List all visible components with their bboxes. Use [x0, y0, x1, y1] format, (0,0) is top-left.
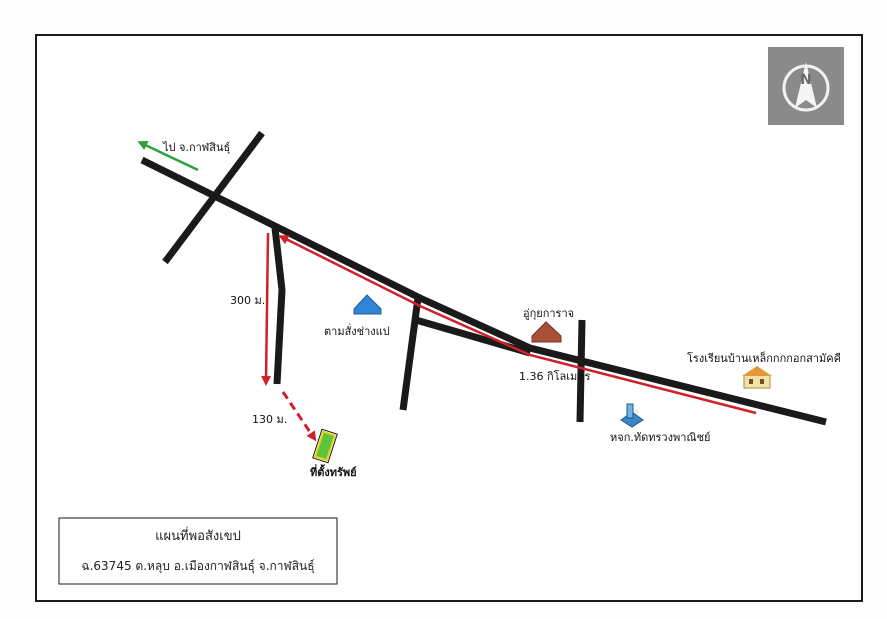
label-direction-left: ไป จ.กาฬสินธุ์	[162, 141, 230, 154]
compass-letter: N	[800, 72, 812, 88]
north-arrow-compass-icon: N	[768, 47, 844, 125]
side-road-middle	[399, 297, 422, 411]
label-distance-km: 1.36 กิโลเมตร	[519, 369, 590, 383]
school-icon	[742, 366, 772, 389]
cross-road-left	[162, 130, 265, 265]
garage-marker-icon	[531, 321, 562, 343]
legend-title: แผนที่พอสังเขป	[155, 527, 241, 544]
route-line-dashed	[281, 391, 317, 442]
label-temple: ตามสั่งช่างแป	[324, 323, 390, 338]
main-road	[140, 156, 827, 426]
legend-subtitle: ฉ.63745 ต.หลุบ อ.เมืองกาฬสินธุ์ จ.กาฬสิน…	[81, 559, 314, 574]
home-marker-icon	[353, 294, 382, 315]
legend-box: แผนที่พอสังเขป ฉ.63745 ต.หลุบ อ.เมืองกาฬ…	[58, 517, 338, 585]
factory-icon	[620, 403, 644, 428]
label-distance-130: 130 ม.	[252, 413, 287, 426]
route-line-main	[278, 235, 757, 415]
direction-arrow-green	[137, 141, 199, 172]
cross-road-right	[576, 319, 586, 423]
property-marker	[312, 428, 338, 464]
label-school: โรงเรียนบ้านเหล็กกกกอกสามัคคี	[687, 351, 841, 365]
route-line-down	[261, 232, 272, 386]
label-company: หจก.ทัดทรวงพาณิชย์	[610, 431, 711, 444]
side-road-to-property	[271, 227, 286, 385]
label-distance-300: 300 ม.	[230, 294, 265, 307]
label-shop: อู่กุยการาจ	[523, 307, 574, 320]
label-property: ที่ตั้งทรัพย์	[310, 464, 357, 479]
